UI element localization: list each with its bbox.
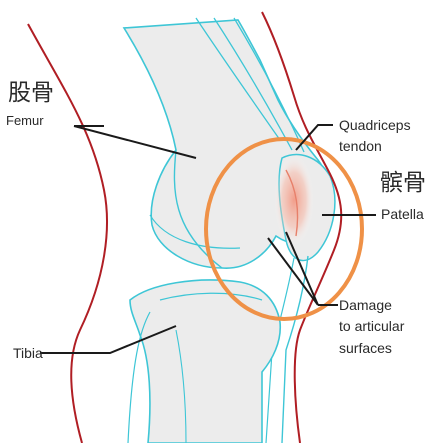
damage-leader-1 [267, 237, 319, 306]
damage-label-line3: surfaces [339, 340, 392, 356]
tibia-leader [40, 325, 177, 354]
patella-label-zh: 髌骨 [380, 170, 426, 196]
skin-outline-back [27, 23, 108, 443]
tibia-inner-line [175, 329, 187, 443]
quadriceps-fibre-3 [233, 17, 305, 153]
damage-glow [274, 154, 314, 246]
damage-leader-2 [285, 231, 319, 306]
femur-groove [149, 214, 241, 249]
quadriceps-label-line1: Quadriceps [339, 117, 411, 133]
damage-label-line2: to articular [339, 318, 405, 334]
femur-leader [73, 125, 197, 159]
highlight-circle [204, 137, 364, 321]
tibia-label: Tibia [13, 345, 43, 361]
tibia-plateau [159, 292, 263, 301]
quadriceps-label-line2: tendon [339, 138, 382, 154]
damage-surface-line [285, 169, 299, 237]
skin-outline-front [261, 11, 343, 443]
patellar-tendon [281, 255, 309, 443]
femur-label-zh: 股骨 [8, 80, 54, 106]
quadriceps-fibre-2 [213, 17, 293, 151]
fibula-bone [127, 311, 151, 443]
damage-label-line1: Damage [339, 297, 392, 313]
quadriceps-leader [295, 124, 333, 151]
quadriceps-fibre-1 [195, 17, 281, 141]
tibia-bone [129, 279, 282, 443]
femur-label: Femur [6, 113, 44, 128]
patella-label: Patella [381, 206, 424, 222]
